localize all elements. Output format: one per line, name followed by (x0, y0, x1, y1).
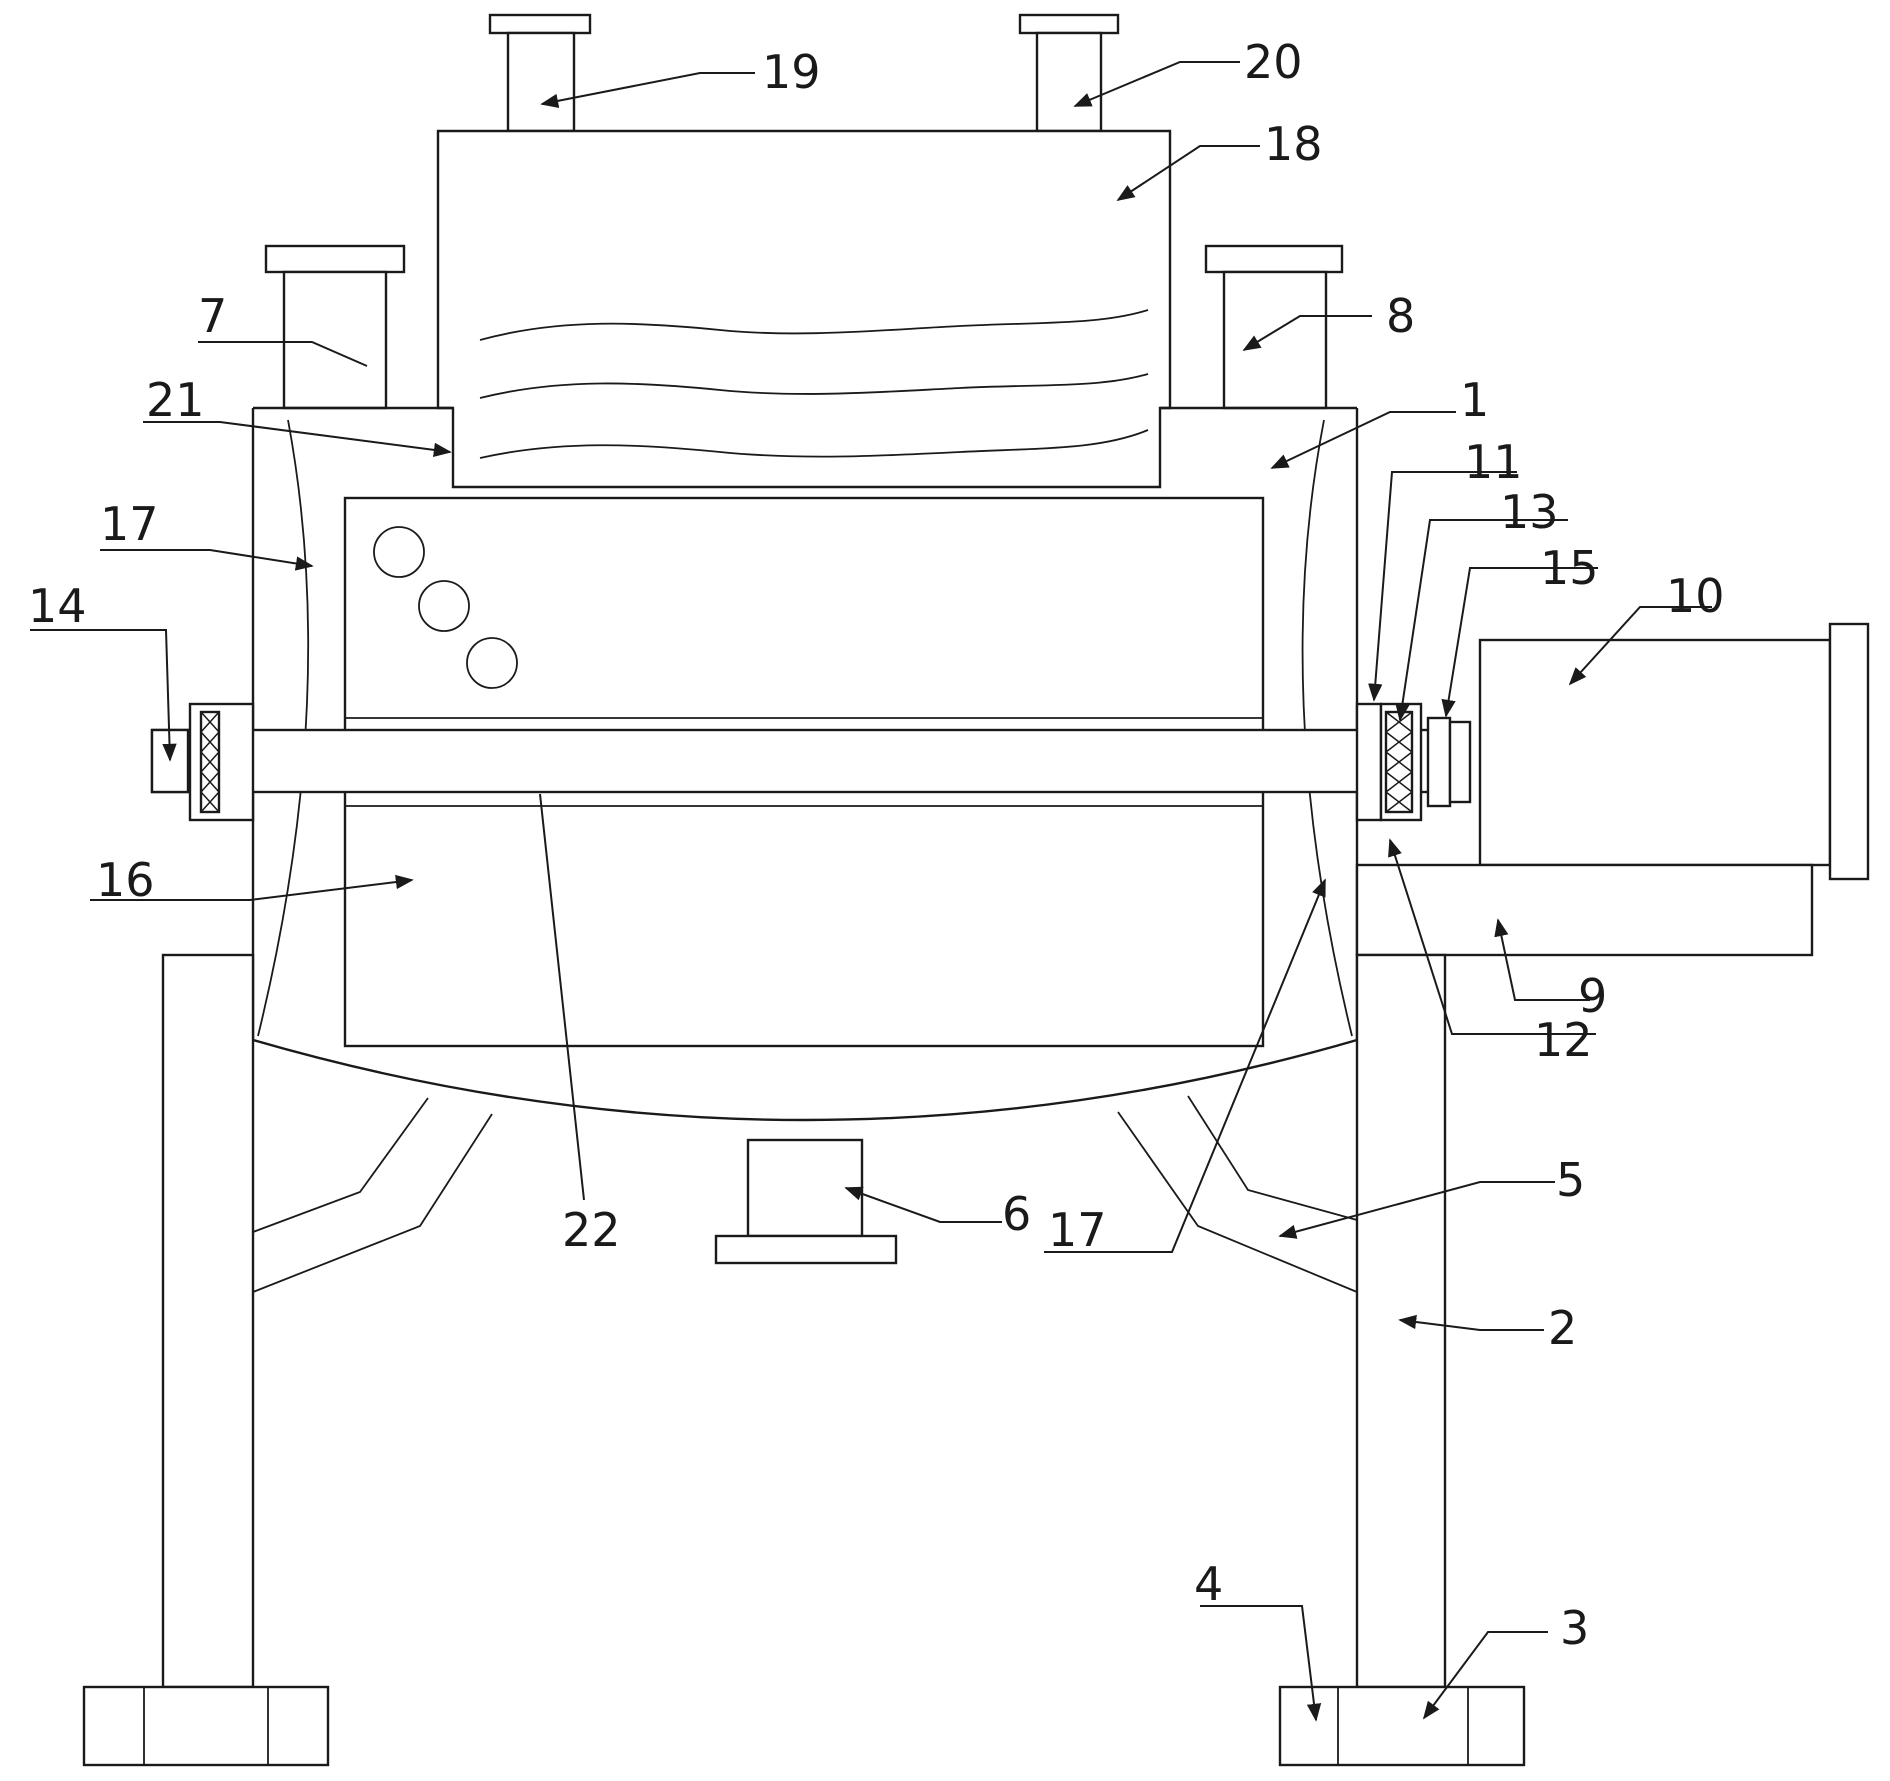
leader-14 (30, 629, 177, 762)
leader-22 (539, 793, 585, 1201)
leader-6 (844, 1186, 1002, 1223)
right-foot-3 (1278, 1685, 1526, 1767)
pipe-20 (1035, 31, 1103, 133)
leader-17-right (1044, 878, 1326, 1253)
label-12: 12 (1534, 1013, 1593, 1067)
leader-10 (1568, 606, 1712, 686)
curved-baffle-17-right (1301, 419, 1353, 1037)
label-3: 3 (1560, 1601, 1589, 1655)
label-6: 6 (1002, 1187, 1031, 1241)
ball-3 (466, 637, 518, 689)
outlet-pipe-6 (746, 1138, 864, 1238)
leader-lines (30, 61, 1712, 1722)
pipe-7 (282, 270, 388, 410)
leader-21 (143, 421, 452, 458)
label-15: 15 (1540, 541, 1599, 595)
pipe-8-flange (1204, 244, 1344, 274)
right-brace-5-upper (1187, 1095, 1358, 1221)
body-curved-bottom (252, 1038, 1358, 1122)
leader-11 (1368, 471, 1517, 702)
outlet-flange-6 (714, 1234, 898, 1265)
motor-end-cap (1828, 622, 1870, 881)
left-bearing-housing (188, 702, 255, 822)
pipe-20-flange (1018, 13, 1120, 35)
label-14: 14 (28, 579, 87, 633)
label-1: 1 (1460, 373, 1489, 427)
right-brace-5-lower (1117, 1111, 1358, 1293)
label-17-right: 17 (1048, 1203, 1107, 1257)
label-4: 4 (1194, 1557, 1223, 1611)
motor-10 (1478, 638, 1832, 867)
ball-2 (418, 580, 470, 632)
label-17-left: 17 (100, 497, 159, 551)
pipe-19-flange (488, 13, 592, 35)
leader-16 (90, 874, 414, 901)
leader-13 (1395, 519, 1568, 722)
right-bearing-11 (1355, 702, 1383, 822)
label-11: 11 (1464, 435, 1523, 489)
leader-19 (540, 72, 755, 108)
side-pipes (264, 244, 1344, 410)
label-20: 20 (1244, 35, 1303, 89)
label-19: 19 (762, 45, 821, 99)
leader-2 (1398, 1314, 1544, 1331)
left-brace-upper (252, 1097, 429, 1233)
pipe-7-flange (264, 244, 406, 274)
leader-20 (1073, 61, 1240, 107)
leader-3 (1422, 1631, 1548, 1720)
motor-assembly (1355, 622, 1870, 957)
leader-18 (1116, 145, 1260, 201)
coupling-15-inner (1448, 720, 1472, 804)
leader-1 (1270, 411, 1456, 469)
liquid-wave-1 (479, 309, 1149, 341)
label-8: 8 (1386, 289, 1415, 343)
leader-8 (1242, 315, 1372, 351)
leader-4 (1200, 1605, 1322, 1722)
curved-baffle-17-left (257, 419, 310, 1037)
label-18: 18 (1264, 117, 1323, 171)
label-9: 9 (1578, 969, 1607, 1023)
liquid-wave-2 (479, 373, 1149, 399)
left-brace-lower (252, 1113, 493, 1293)
pipe-8 (1222, 270, 1328, 410)
right-bearing-hatch (1385, 711, 1413, 813)
label-22: 22 (562, 1203, 621, 1257)
top-tank (436, 13, 1172, 489)
leader-9 (1494, 918, 1590, 1001)
leader-5 (1278, 1181, 1555, 1239)
leader-15 (1441, 567, 1598, 718)
label-2: 2 (1548, 1301, 1577, 1355)
label-13: 13 (1500, 485, 1559, 539)
motor-platform-9 (1355, 863, 1814, 957)
pipe-19 (506, 31, 576, 133)
label-10: 10 (1666, 569, 1725, 623)
left-leg (161, 953, 255, 1689)
label-16: 16 (96, 853, 155, 907)
label-5: 5 (1556, 1153, 1585, 1207)
rotating-shaft (150, 702, 1472, 822)
feed-tank-18 (436, 129, 1172, 489)
support-frame (82, 953, 1526, 1767)
left-bearing-hatch (200, 711, 220, 813)
label-21: 21 (146, 373, 205, 427)
liquid-wave-3 (479, 429, 1149, 459)
leader-7 (198, 341, 368, 367)
left-foot (82, 1685, 330, 1767)
shaft-22 (150, 728, 1444, 794)
coupling-15-outer (1426, 716, 1452, 808)
ball-1 (373, 526, 425, 578)
label-7: 7 (198, 289, 227, 343)
leader-17-left (100, 549, 314, 571)
part-labels: 19 20 18 7 8 21 1 11 13 15 10 17 14 16 2… (28, 35, 1725, 1655)
leader-12 (1388, 838, 1596, 1035)
